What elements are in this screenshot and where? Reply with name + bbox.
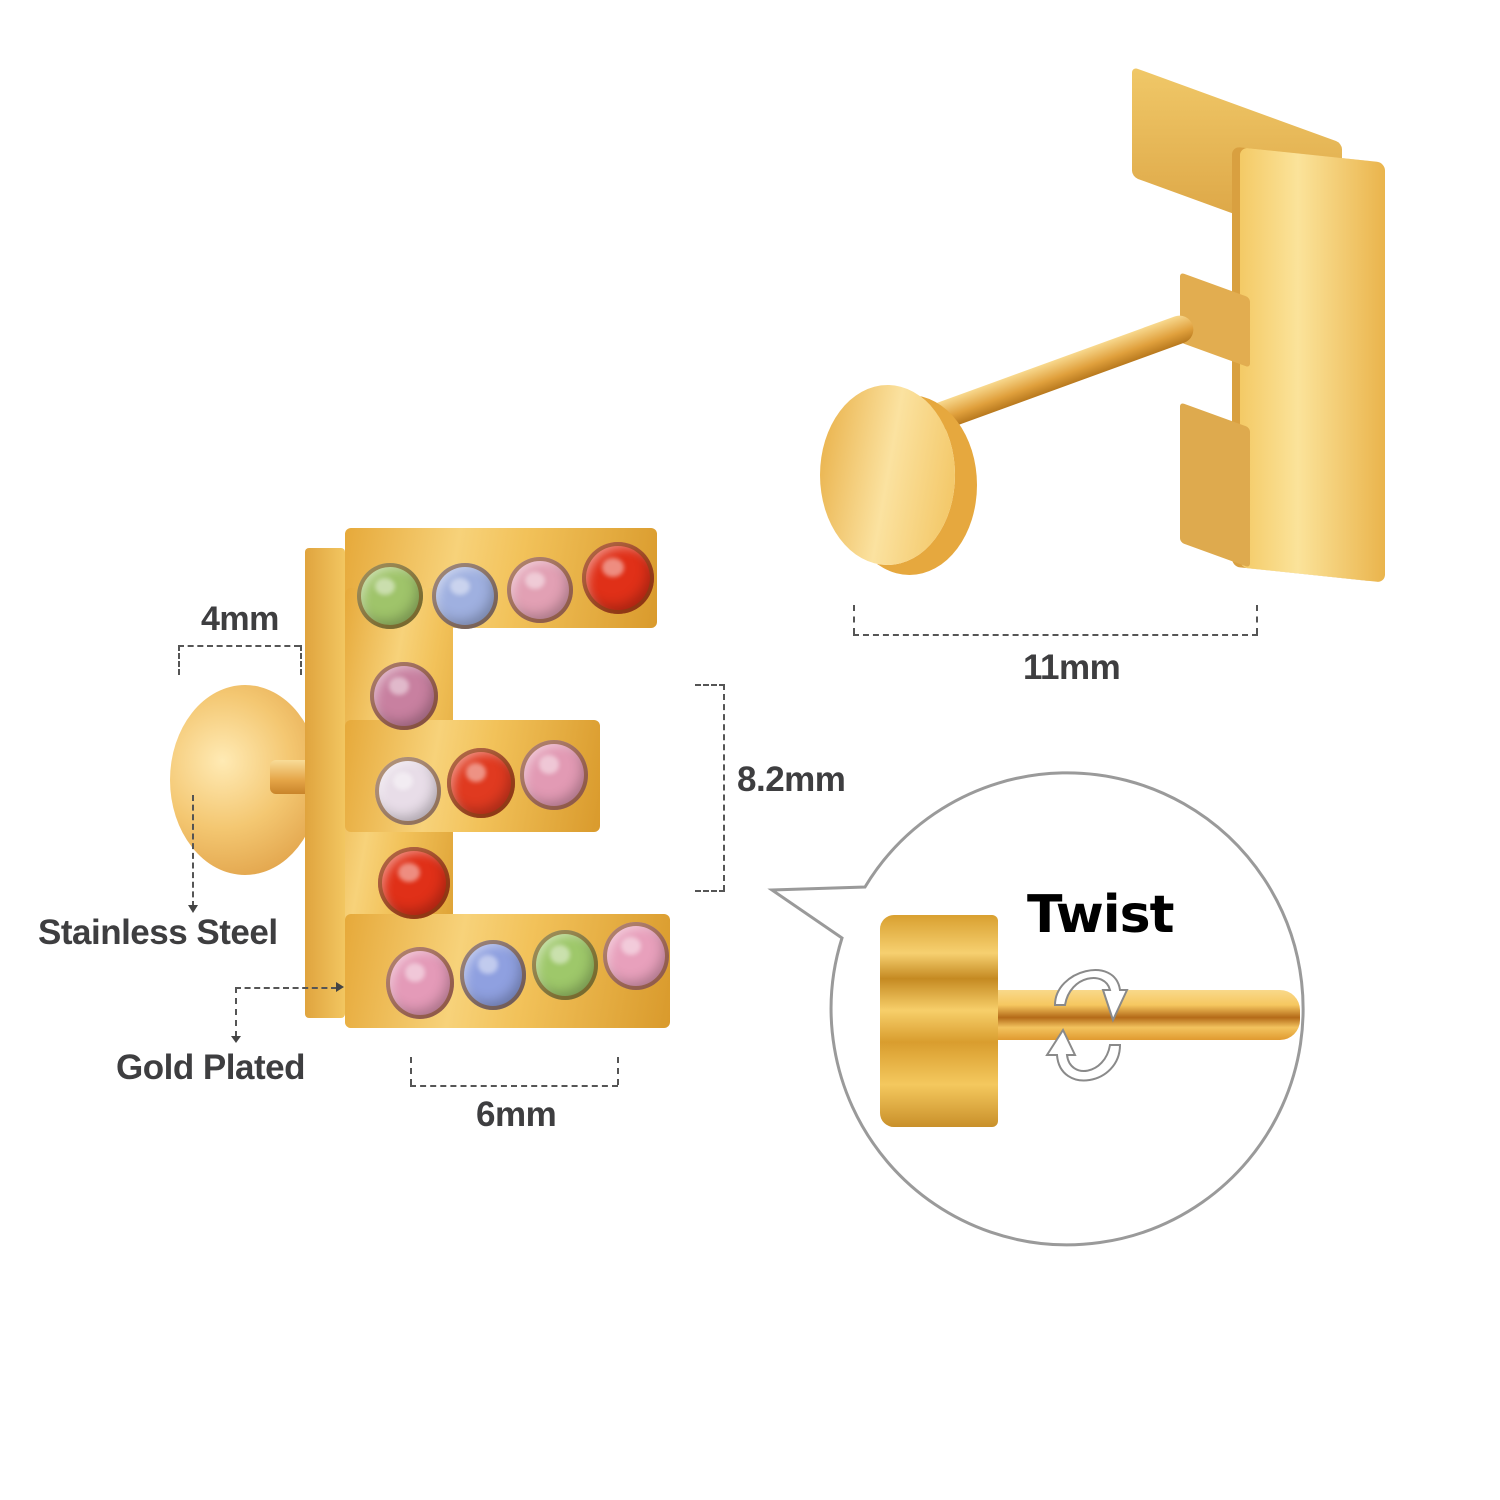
letter-width-label: 6mm xyxy=(476,1095,557,1134)
gold-plated-leader xyxy=(235,987,337,989)
gem xyxy=(386,947,454,1019)
gem xyxy=(507,557,573,623)
zoomed-post xyxy=(985,990,1300,1040)
dimension-tick xyxy=(1256,605,1258,634)
back-disc xyxy=(820,385,955,565)
zoomed-back-disc xyxy=(880,915,998,1127)
total-length-label: 11mm xyxy=(1023,648,1121,687)
gold-plated-leader-vertical xyxy=(235,987,237,1037)
total-length-dimension-line xyxy=(853,634,1258,636)
side-view-earring xyxy=(780,66,1400,595)
twist-label: Twist xyxy=(1027,885,1174,945)
gem xyxy=(447,748,515,818)
gem xyxy=(603,922,669,990)
gem xyxy=(357,563,423,629)
gem xyxy=(520,740,588,810)
letter-width-dimension-line xyxy=(410,1085,618,1087)
stainless-steel-label: Stainless Steel xyxy=(38,913,278,952)
gem xyxy=(370,662,438,730)
rotate-arrows-icon xyxy=(1045,969,1129,1082)
front-view-earring xyxy=(160,520,700,1080)
dimension-tick xyxy=(853,605,855,634)
ball-width-label: 4mm xyxy=(201,600,279,638)
dimension-tick xyxy=(695,890,725,892)
gold-plated-label: Gold Plated xyxy=(116,1048,305,1087)
gem xyxy=(460,940,526,1010)
gem xyxy=(532,930,598,1000)
gem xyxy=(582,542,654,614)
dimension-tick xyxy=(300,645,302,675)
gem xyxy=(375,757,441,825)
stainless-steel-leader xyxy=(192,795,194,907)
dimension-tick xyxy=(178,645,180,675)
dimension-tick xyxy=(695,684,725,686)
post xyxy=(915,311,1198,438)
letter-height-label: 8.2mm xyxy=(737,760,846,799)
arrow-down-icon xyxy=(188,905,198,913)
arrow-right-icon xyxy=(336,982,344,992)
letter-height-dimension-line xyxy=(723,684,725,891)
dimension-tick xyxy=(617,1057,619,1085)
gem xyxy=(432,563,498,629)
ball-width-dimension-line xyxy=(178,645,300,647)
arrow-down-icon xyxy=(231,1036,241,1043)
gem xyxy=(378,847,450,919)
dimension-tick xyxy=(410,1057,412,1085)
